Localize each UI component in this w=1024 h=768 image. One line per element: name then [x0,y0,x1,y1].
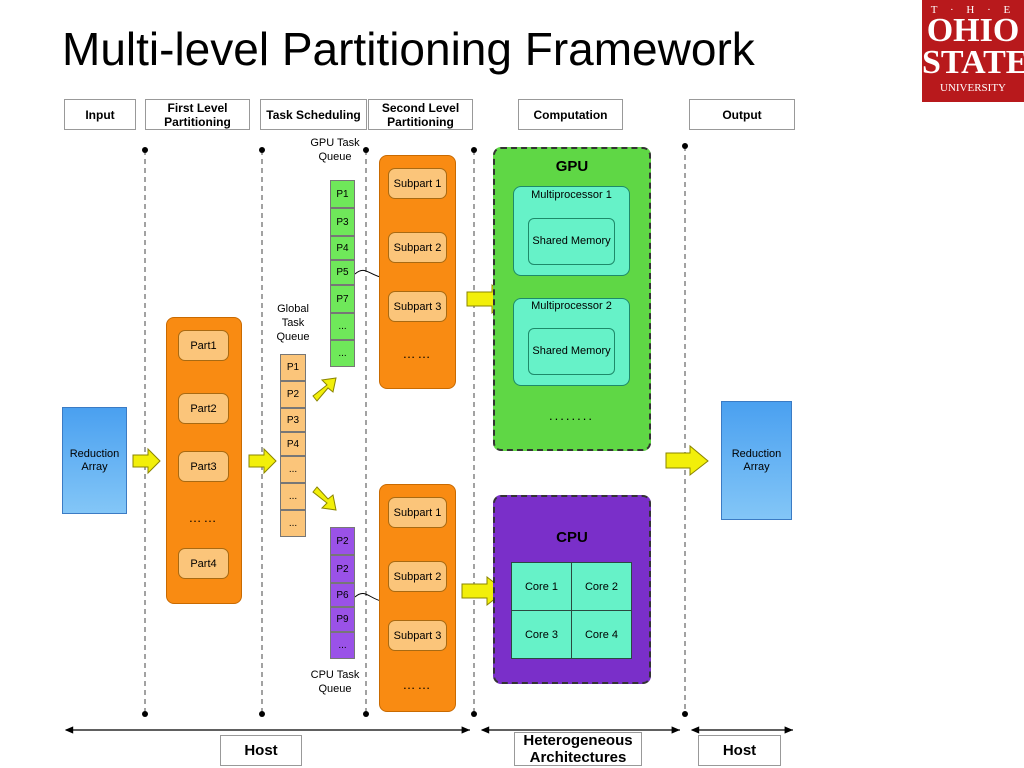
logo-state: STATE [922,44,1024,81]
separator-dot [363,711,369,717]
global-queue-item: ... [280,456,306,483]
cpu-queue-item: ... [330,632,355,659]
global-queue-item: P4 [280,432,306,456]
global-task-queue: P1 P2 P3 P4 ... ... ... [280,354,306,537]
part-3: Part3 [178,451,229,482]
logo-university: UNIVERSITY [940,82,1006,94]
gpu-queue-item: P5 [330,260,355,285]
cpu-subparts-ellipsis: …… [402,677,433,692]
gpu-subparts-ellipsis: …… [402,346,433,361]
shared-memory-1: Shared Memory [528,218,615,265]
separator-dot [682,143,688,149]
separators [144,146,686,714]
cpu-core-1: Core 1 [511,562,572,611]
cpu-subpart-3: Subpart 3 [388,620,447,651]
separator-dot [259,711,265,717]
gpu-queue-item: P4 [330,236,355,260]
cpu-label: CPU [556,529,588,546]
header-output: Output [689,99,795,130]
global-queue-item: P2 [280,381,306,408]
footer-host-right: Host [698,735,781,766]
university-logo: T · H · E OHIO STATE UNIVERSITY [922,0,1024,102]
cpu-core-2: Core 2 [571,562,632,611]
gpu-queue-item: ... [330,340,355,367]
shared-memory-2: Shared Memory [528,328,615,375]
global-queue-label: Global Task Queue [276,303,310,343]
cpu-queue-item: P2 [330,527,355,555]
gpu-task-queue: P1 P3 P4 P5 P7 ... ... [330,180,355,367]
gpu-subpart-2: Subpart 2 [388,232,447,263]
gpu-more-ellipsis: ........ [549,408,594,423]
cpu-queue-label: CPU Task Queue [310,669,360,695]
part-4: Part4 [178,548,229,579]
cpu-queue-item: P9 [330,607,355,632]
logo-ohio: OHIO [926,12,1020,49]
parts-ellipsis: …… [188,510,219,525]
cpu-subpart-2: Subpart 2 [388,561,447,592]
footer-host-left: Host [220,735,302,766]
cpu-queue-item: P6 [330,583,355,607]
separator-dot [682,711,688,717]
global-queue-item: P1 [280,354,306,381]
multiprocessor-1-label: Multiprocessor 1 [531,189,612,201]
input-reduction-array: Reduction Array [62,407,127,514]
gpu-queue-item: P7 [330,285,355,313]
separator-dot [363,147,369,153]
footer-heterogeneous: Heterogeneous Architectures [514,732,642,766]
global-queue-item: ... [280,483,306,510]
header-input: Input [64,99,136,130]
logo-the: T · H · E [930,4,1016,16]
flow-arrow-input [132,447,161,475]
header-second-level: Second Level Partitioning [368,99,473,130]
global-queue-item: ... [280,510,306,537]
separator-dot [142,147,148,153]
cpu-queue-item: P2 [330,555,355,583]
flow-arrow-output [665,444,709,477]
gpu-queue-item: P3 [330,208,355,236]
output-reduction-array: Reduction Array [721,401,792,520]
part-2: Part2 [178,393,229,424]
flow-arrow-partition [248,447,277,475]
cpu-task-queue: P2 P2 P6 P9 ... [330,527,355,659]
separator-dot [471,147,477,153]
slide-title: Multi-level Partitioning Framework [62,23,755,75]
cpu-subpart-1: Subpart 1 [388,497,447,528]
gpu-queue-item: ... [330,313,355,340]
header-computation: Computation [518,99,623,130]
gpu-label: GPU [555,158,589,175]
multiprocessor-2-label: Multiprocessor 2 [531,300,612,312]
header-first-level: First Level Partitioning [145,99,250,130]
gpu-subpart-1: Subpart 1 [388,168,447,199]
separator-dot [259,147,265,153]
header-task-scheduling: Task Scheduling [260,99,367,130]
gpu-subpart-3: Subpart 3 [388,291,447,322]
separator-dot [471,711,477,717]
flow-arrow-to-gpu-queue [312,377,337,402]
part-1: Part1 [178,330,229,361]
global-queue-item: P3 [280,408,306,432]
gpu-queue-item: P1 [330,180,355,208]
gpu-queue-label: GPU Task Queue [310,137,360,163]
flow-arrow-to-cpu-queue [312,486,337,511]
cpu-core-4: Core 4 [571,610,632,659]
separator-dot [142,711,148,717]
cpu-core-3: Core 3 [511,610,572,659]
